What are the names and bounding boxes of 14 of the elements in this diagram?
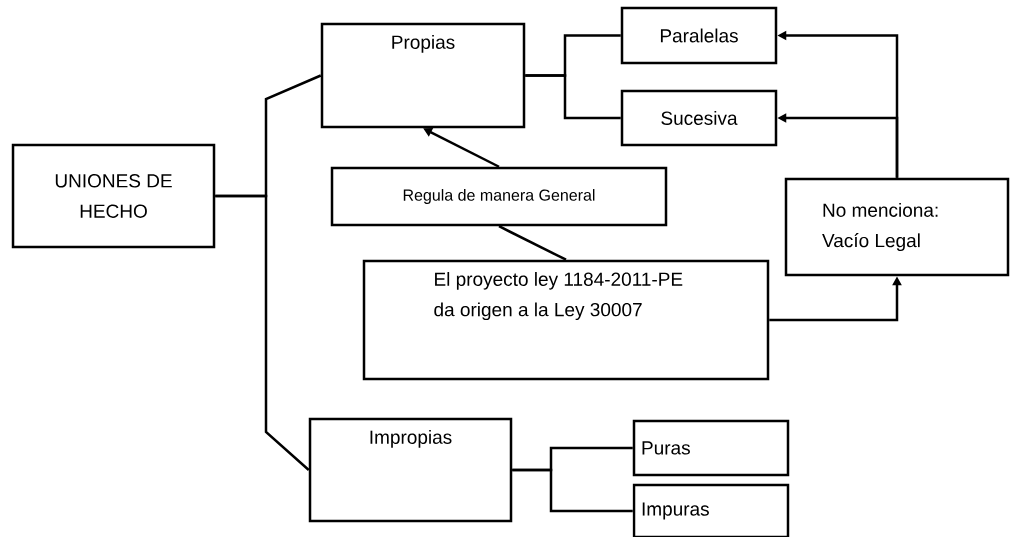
connector-line (498, 225, 567, 261)
concept-box: No menciona: Vacío Legal (784, 177, 1010, 277)
concept-box: Propias (320, 22, 526, 129)
connector-line (512, 468, 633, 513)
concept-box: UNIONES DE HECHO (11, 143, 216, 249)
connector-line (215, 194, 310, 471)
concept-box: Regula de manera General (330, 166, 668, 227)
concept-box: Sucesiva (620, 89, 778, 147)
connector-line (525, 74, 621, 120)
concept-box: Paralelas (620, 6, 778, 65)
concept-box: Puras (632, 419, 790, 477)
concept-box: Impropias (308, 417, 513, 523)
concept-box: Impuras (632, 483, 790, 537)
concept-box: El proyecto ley 1184-2011-PE da origen a la Ley 30007 (362, 259, 770, 381)
